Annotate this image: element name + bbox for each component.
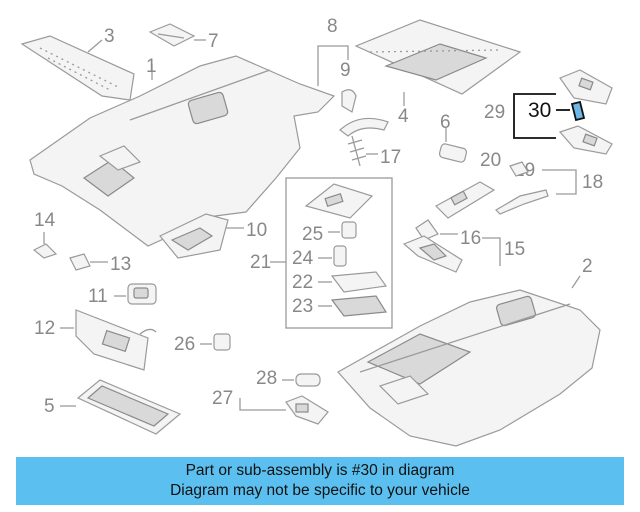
callout-8: 8 <box>327 16 338 37</box>
part-6-lens <box>438 143 468 163</box>
leader-8 <box>317 45 349 86</box>
callout-10: 10 <box>246 220 267 241</box>
callout-15: 15 <box>504 239 525 260</box>
callout-2: 2 <box>582 256 593 277</box>
part-30-bulb <box>570 100 586 122</box>
part-17-grab-handle <box>339 117 389 167</box>
callout-27: 27 <box>212 388 233 409</box>
callout-25: 25 <box>302 224 323 245</box>
callout-17: 17 <box>380 147 401 168</box>
callout-7: 7 <box>208 31 219 52</box>
part-10-console <box>159 213 229 259</box>
part-13-clip <box>69 253 91 271</box>
part-1-headliner <box>29 55 336 247</box>
callout-21: 21 <box>250 252 271 273</box>
leader-18 <box>542 169 577 195</box>
part-11-hook <box>127 283 157 305</box>
callout-1: 1 <box>146 56 157 77</box>
leader-29-bottom <box>513 110 556 139</box>
callout-3: 3 <box>104 26 115 47</box>
part-29-lamp-lower <box>558 125 613 155</box>
part-7-bracket <box>148 23 196 47</box>
group-box-21 <box>285 177 393 329</box>
callout-30: 30 <box>528 99 551 122</box>
leader-15 <box>482 237 501 266</box>
callout-26: 26 <box>174 334 195 355</box>
part-18-harness <box>495 189 549 215</box>
callout-4: 4 <box>398 106 409 127</box>
callout-9: 9 <box>340 60 351 81</box>
part-25-knob <box>341 221 357 239</box>
callout-11: 11 <box>88 286 108 307</box>
callout-6: 6 <box>440 112 451 133</box>
part-22-bezel <box>330 271 388 293</box>
part-9-clip <box>341 89 357 113</box>
leader-29-top <box>513 93 556 110</box>
part-19-bulb-holder <box>509 161 529 177</box>
callout-29: 29 <box>484 102 505 123</box>
leader-3 <box>87 39 103 53</box>
callout-14: 14 <box>34 210 56 231</box>
callout-23: 23 <box>292 296 313 317</box>
part-2-headliner <box>337 289 601 447</box>
callout-13: 13 <box>110 254 131 275</box>
callout-5: 5 <box>44 396 55 417</box>
part-3-pad <box>20 35 135 101</box>
callout-24: 24 <box>292 248 314 269</box>
part-15-lamp-assembly <box>402 235 463 273</box>
callout-20: 20 <box>480 150 501 171</box>
callout-28: 28 <box>256 368 277 389</box>
part-16-lamp-small <box>415 219 439 241</box>
part-29-lamp-upper <box>559 69 613 105</box>
callout-22: 22 <box>292 272 313 293</box>
part-5-mirror <box>76 379 182 435</box>
part-4-panel <box>354 19 522 95</box>
leader-2 <box>571 275 581 289</box>
part-12-sun-visor <box>75 309 157 371</box>
callout-16: 16 <box>460 228 481 249</box>
part-26-grommet <box>213 333 231 351</box>
part-21-module <box>304 183 374 219</box>
leader-27 <box>239 398 286 411</box>
part-28-bulb <box>295 373 321 387</box>
banner-line-1: Part or sub-assembly is #30 in diagram <box>185 462 455 479</box>
callout-12: 12 <box>34 318 55 339</box>
part-23-lens <box>330 295 388 317</box>
info-banner: Part or sub-assembly is #30 in diagram D… <box>16 457 624 505</box>
part-27-lamp <box>285 395 329 425</box>
part-24-switch <box>333 245 347 267</box>
part-14-clip <box>32 243 58 259</box>
part-20-lamp-housing <box>435 181 496 219</box>
callout-18: 18 <box>582 172 603 193</box>
banner-line-2: Diagram may not be specific to your vehi… <box>170 482 470 499</box>
